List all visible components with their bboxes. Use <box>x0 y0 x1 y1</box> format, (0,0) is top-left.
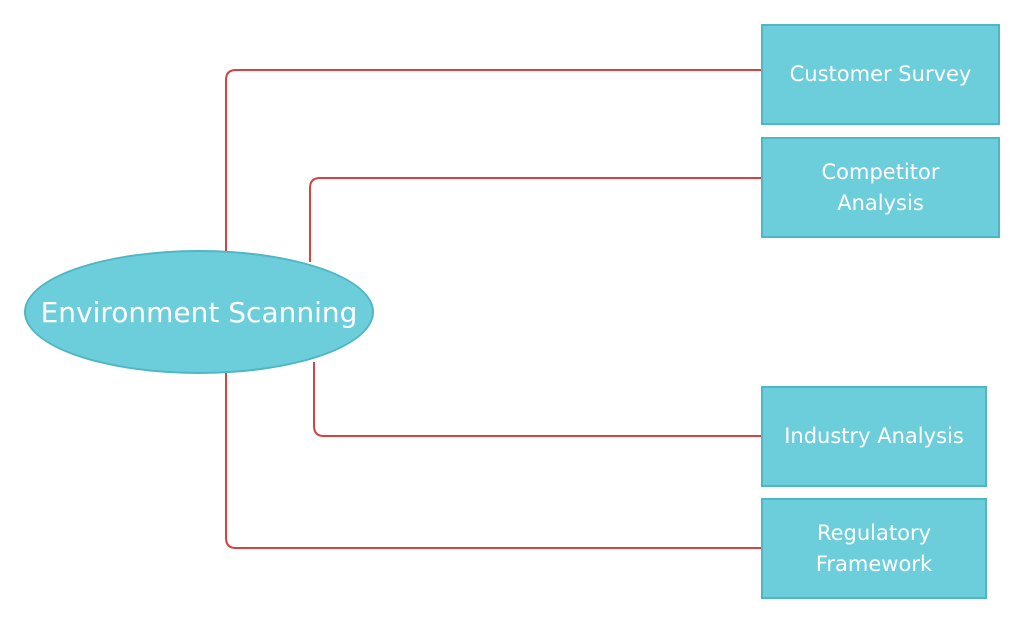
node-customer-survey[interactable]: Customer Survey <box>761 24 1000 125</box>
node-label: Customer Survey <box>789 62 972 86</box>
connector-regulatory-framework <box>225 372 762 549</box>
node-regulatory-framework[interactable]: Regulatory Framework <box>761 498 987 599</box>
connector-customer-survey <box>225 69 762 252</box>
root-node-environment-scanning[interactable]: Environment Scanning <box>24 250 374 374</box>
connector-industry-analysis <box>313 362 762 437</box>
node-label: Regulatory Framework <box>815 520 933 576</box>
connector-competitor-analysis <box>309 177 762 262</box>
node-label: Competitor Analysis <box>821 159 940 215</box>
node-label: Industry Analysis <box>784 424 964 448</box>
node-competitor-analysis[interactable]: Competitor Analysis <box>761 137 1000 238</box>
node-industry-analysis[interactable]: Industry Analysis <box>761 386 987 487</box>
root-node-label: Environment Scanning <box>40 295 358 329</box>
